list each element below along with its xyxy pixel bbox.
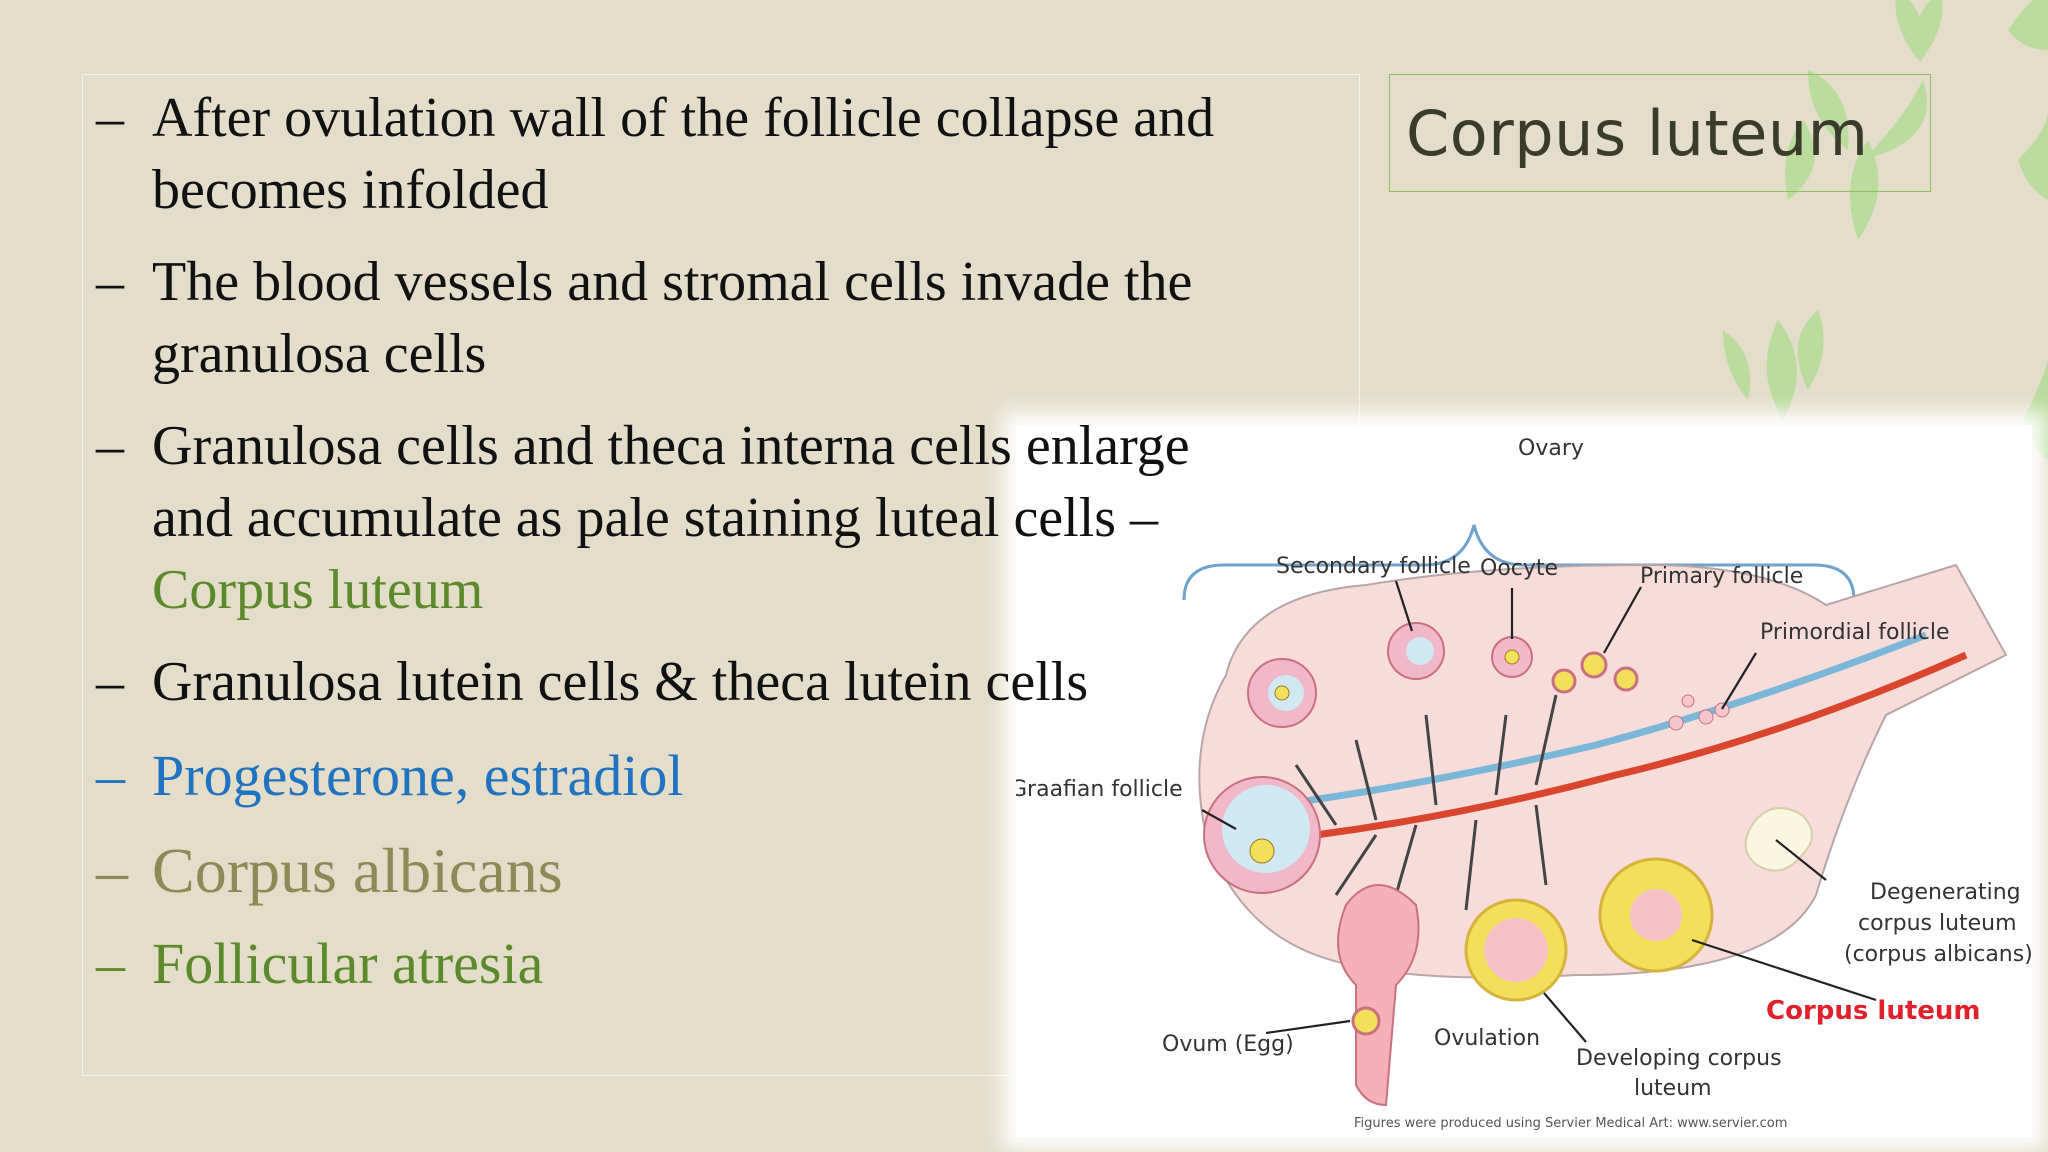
- bullet-dash: –: [96, 251, 124, 313]
- bullet-text: Granulosa lutein cells & theca lutein ce…: [152, 651, 1089, 713]
- bullet-text: Follicular atresia: [152, 931, 544, 996]
- label-graafian-follicle: Graafian follicle: [1016, 777, 1183, 802]
- artery: [1315, 651, 1968, 839]
- label-degenerating-2: corpus luteum: [1858, 911, 2017, 936]
- bullet-dash: –: [96, 743, 125, 808]
- bullet-text: Progesterone, estradiol: [152, 743, 684, 808]
- label-primary-follicle: Primary follicle: [1640, 564, 1803, 589]
- vein: [1275, 631, 1928, 809]
- ovary-brace: [1182, 524, 1856, 601]
- ovary-diagram: Ovary Secondary follicle Oocyte Primary …: [1016, 425, 2032, 1137]
- secondary-follicle-antrum: [1406, 637, 1434, 665]
- ovum: [1351, 1006, 1381, 1036]
- bullet-text: The blood vessels and stromal cells inva…: [152, 251, 1193, 313]
- figure-credit: Figures were produced using Servier Medi…: [1354, 1116, 1787, 1131]
- bullet-text: Corpus albicans: [152, 835, 563, 906]
- label-developing-2: luteum: [1634, 1076, 1712, 1101]
- title-box: Corpus luteum: [1389, 74, 1931, 192]
- label-ovulation: Ovulation: [1434, 1026, 1540, 1051]
- slide-title: Corpus luteum: [1406, 97, 1869, 170]
- label-secondary-follicle: Secondary follicle: [1276, 554, 1471, 579]
- ovary-diagram-svg: Ovary Secondary follicle Oocyte Primary …: [1016, 436, 2032, 1131]
- bullet-dash: –: [96, 835, 128, 906]
- label-developing-1: Developing corpus: [1576, 1046, 1782, 1071]
- bullet-text: becomes infolded: [152, 159, 549, 221]
- label-ovary: Ovary: [1518, 436, 1584, 461]
- bullet-dash: –: [96, 87, 124, 149]
- label-primordial-follicle: Primordial follicle: [1760, 620, 1950, 645]
- ovulating-follicle: [1337, 884, 1420, 1107]
- primary-follicle: [1580, 651, 1608, 679]
- bullet-text: Granulosa cells and theca interna cells …: [152, 415, 1190, 477]
- bullet-highlight: Corpus luteum: [152, 559, 484, 621]
- bullet-text: granulosa cells: [152, 323, 487, 385]
- leader-lines: [1201, 580, 1877, 1043]
- bullet-dash: –: [96, 651, 124, 713]
- bullet-dash: –: [96, 931, 125, 996]
- label-degenerating-1: Degenerating: [1870, 880, 2021, 905]
- label-corpus-luteum: Corpus luteum: [1766, 996, 1981, 1026]
- label-oocyte: Oocyte: [1480, 556, 1558, 581]
- label-ovum: Ovum (Egg): [1162, 1032, 1294, 1057]
- bullet-dash: –: [96, 415, 124, 477]
- bullet-text: After ovulation wall of the follicle col…: [152, 87, 1215, 149]
- primordial-follicle: [1668, 715, 1684, 731]
- bullet-text: and accumulate as pale staining luteal c…: [152, 487, 1159, 549]
- vessel-branches: [1294, 694, 1558, 911]
- label-degenerating-3: (corpus albicans): [1844, 942, 2032, 967]
- leaf-decoration: [1723, 0, 2048, 460]
